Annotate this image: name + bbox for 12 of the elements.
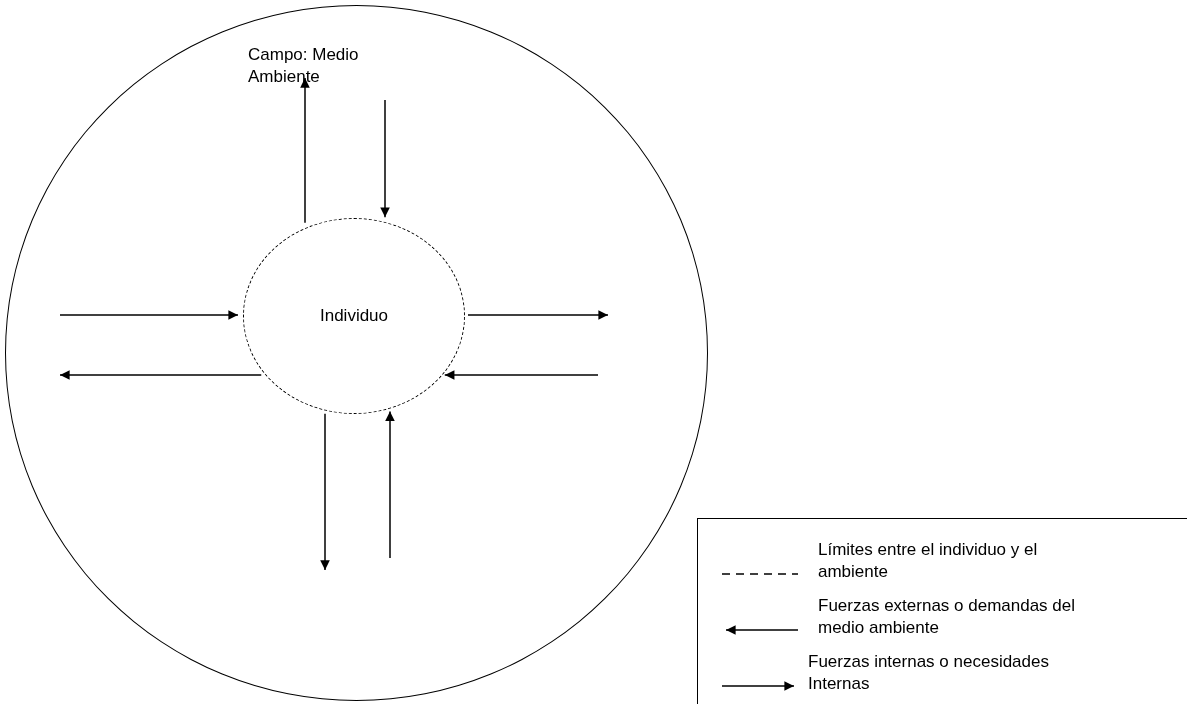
arrow [380,99,390,218]
arrow [385,410,395,559]
arrow [320,413,330,571]
arrow [59,370,262,380]
arrow [444,370,599,380]
arrow [59,310,239,320]
field-label: Campo: Medio Ambiente [248,44,360,88]
legend-text: Fuerzas internas o necesidades Internas [808,651,1050,695]
arrow [300,77,310,224]
legend-text: Fuerzas externas o demandas del medio ambiente [818,595,1077,639]
arrow [467,310,609,320]
legend-text: Límites entre el individuo y el ambiente [818,539,1039,583]
